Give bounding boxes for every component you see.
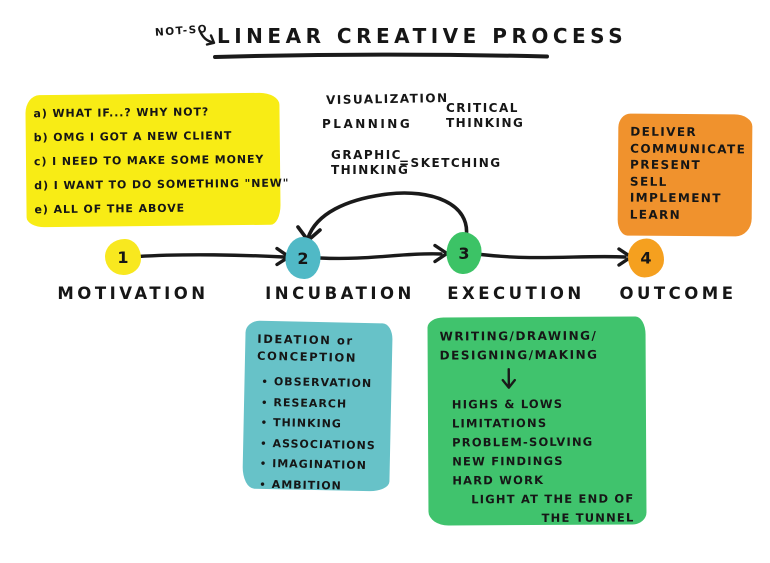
stage-number: 1 <box>117 247 129 267</box>
arrow-3-to-4 <box>479 247 633 267</box>
list-item: • RESEARCH <box>256 392 379 415</box>
note-equals-sketching: =SKETCHING <box>399 156 502 170</box>
outcome-item: DELIVER <box>630 124 698 140</box>
incubation-box-title: IDEATION or CONCEPTION <box>257 331 381 368</box>
outcome-actions-box: DELIVER COMMUNICATE PRESENT SELL IMPLEME… <box>617 113 753 237</box>
outcome-item: SELL <box>629 174 668 189</box>
stage-number: 3 <box>458 243 470 263</box>
bullet-icon: • <box>259 458 268 470</box>
outcome-item: LEARN <box>629 207 682 222</box>
execution-title-line1: WRITING/DRAWING/ <box>439 328 598 344</box>
stage-dot-motivation: 1 <box>105 239 141 275</box>
stage-label-motivation: MOTIVATION <box>57 284 209 303</box>
list-item: • OBSERVATION <box>256 372 379 395</box>
stage-number: 4 <box>640 248 652 268</box>
execution-detail-box: WRITING/DRAWING/ DESIGNING/MAKING HIGHS … <box>427 316 647 528</box>
stage-dot-execution: 3 <box>446 232 482 274</box>
incubation-item: ASSOCIATIONS <box>272 436 376 452</box>
execution-items: HIGHS & LOWS LIMITATIONS PROBLEM-SOLVING… <box>440 394 635 528</box>
stage-number: 2 <box>297 248 309 268</box>
execution-item: NEW FINDINGS <box>452 453 564 469</box>
stage-dot-outcome: 4 <box>628 238 664 278</box>
list-item: • THINKING <box>255 413 378 436</box>
motivation-item-e: e) ALL OF THE ABOVE <box>34 201 186 217</box>
incubation-item: RESEARCH <box>273 395 348 411</box>
execution-item: HIGHS & LOWS <box>451 396 564 412</box>
outcome-item: IMPLEMENT <box>629 190 722 206</box>
bullet-icon: • <box>260 438 268 450</box>
outcome-item: PRESENT <box>630 157 702 173</box>
incubation-item: THINKING <box>272 416 343 431</box>
bullet-icon: • <box>261 376 270 388</box>
note-critical-thinking: CRITICAL THINKING <box>446 101 525 130</box>
incubation-detail-box: IDEATION or CONCEPTION • OBSERVATION • R… <box>242 320 393 492</box>
incubation-item: IMAGINATION <box>272 457 368 473</box>
loopback-arrow-3-to-2 <box>296 191 469 243</box>
motivation-item-d: d) I WANT TO DO SOMETHING "NEW" <box>34 176 290 193</box>
incubation-title-line2: CONCEPTION <box>256 348 358 365</box>
note-visualization: VISUALIZATION <box>325 90 449 108</box>
bullet-icon: • <box>259 479 267 491</box>
stage-label-outcome: OUTCOME <box>619 284 737 303</box>
execution-item: PROBLEM-SOLVING <box>452 434 594 450</box>
motivation-item-c: c) I NEED TO MAKE SOME MONEY <box>33 152 265 169</box>
incubation-item: OBSERVATION <box>273 375 373 391</box>
list-item: • ASSOCIATIONS <box>255 433 378 456</box>
stage-label-incubation: INCUBATION <box>265 284 415 303</box>
execution-item: LIMITATIONS <box>451 415 548 431</box>
title-prefix: NOT-SO <box>154 23 209 39</box>
outcome-item: COMMUNICATE <box>630 141 747 156</box>
motivation-item-b: b) OMG I GOT A NEW CLIENT <box>33 129 233 145</box>
execution-title-line2: DESIGNING/MAKING <box>439 347 599 363</box>
list-item: • IMAGINATION <box>255 454 378 477</box>
stage-label-execution: EXECUTION <box>447 284 585 303</box>
arrow-2-to-3 <box>318 243 449 264</box>
bullet-icon: • <box>260 417 269 429</box>
execution-item: HARD WORK <box>452 472 545 488</box>
note-planning: PLANNING <box>322 117 413 131</box>
motivation-reasons-box: a) WHAT IF...? WHY NOT? b) OMG I GOT A N… <box>25 92 290 228</box>
note-graphic-thinking: GRAPHIC THINKING <box>331 148 410 177</box>
execution-item: LIGHT AT THE END OF THE TUNNEL <box>471 491 635 525</box>
incubation-items: • OBSERVATION • RESEARCH • THINKING • AS… <box>254 372 380 498</box>
page-title: LINEAR CREATIVE PROCESS <box>217 24 628 48</box>
bullet-icon: • <box>260 397 269 409</box>
incubation-item: AMBITION <box>271 477 342 493</box>
execution-box-title: WRITING/DRAWING/ DESIGNING/MAKING <box>440 326 634 365</box>
down-arrow-icon <box>500 367 634 392</box>
motivation-item-a: a) WHAT IF...? WHY NOT? <box>33 105 210 121</box>
title-underline <box>213 52 549 59</box>
stage-dot-incubation: 2 <box>285 237 321 279</box>
arrow-1-to-2 <box>136 246 291 267</box>
list-item: • AMBITION <box>254 474 377 497</box>
